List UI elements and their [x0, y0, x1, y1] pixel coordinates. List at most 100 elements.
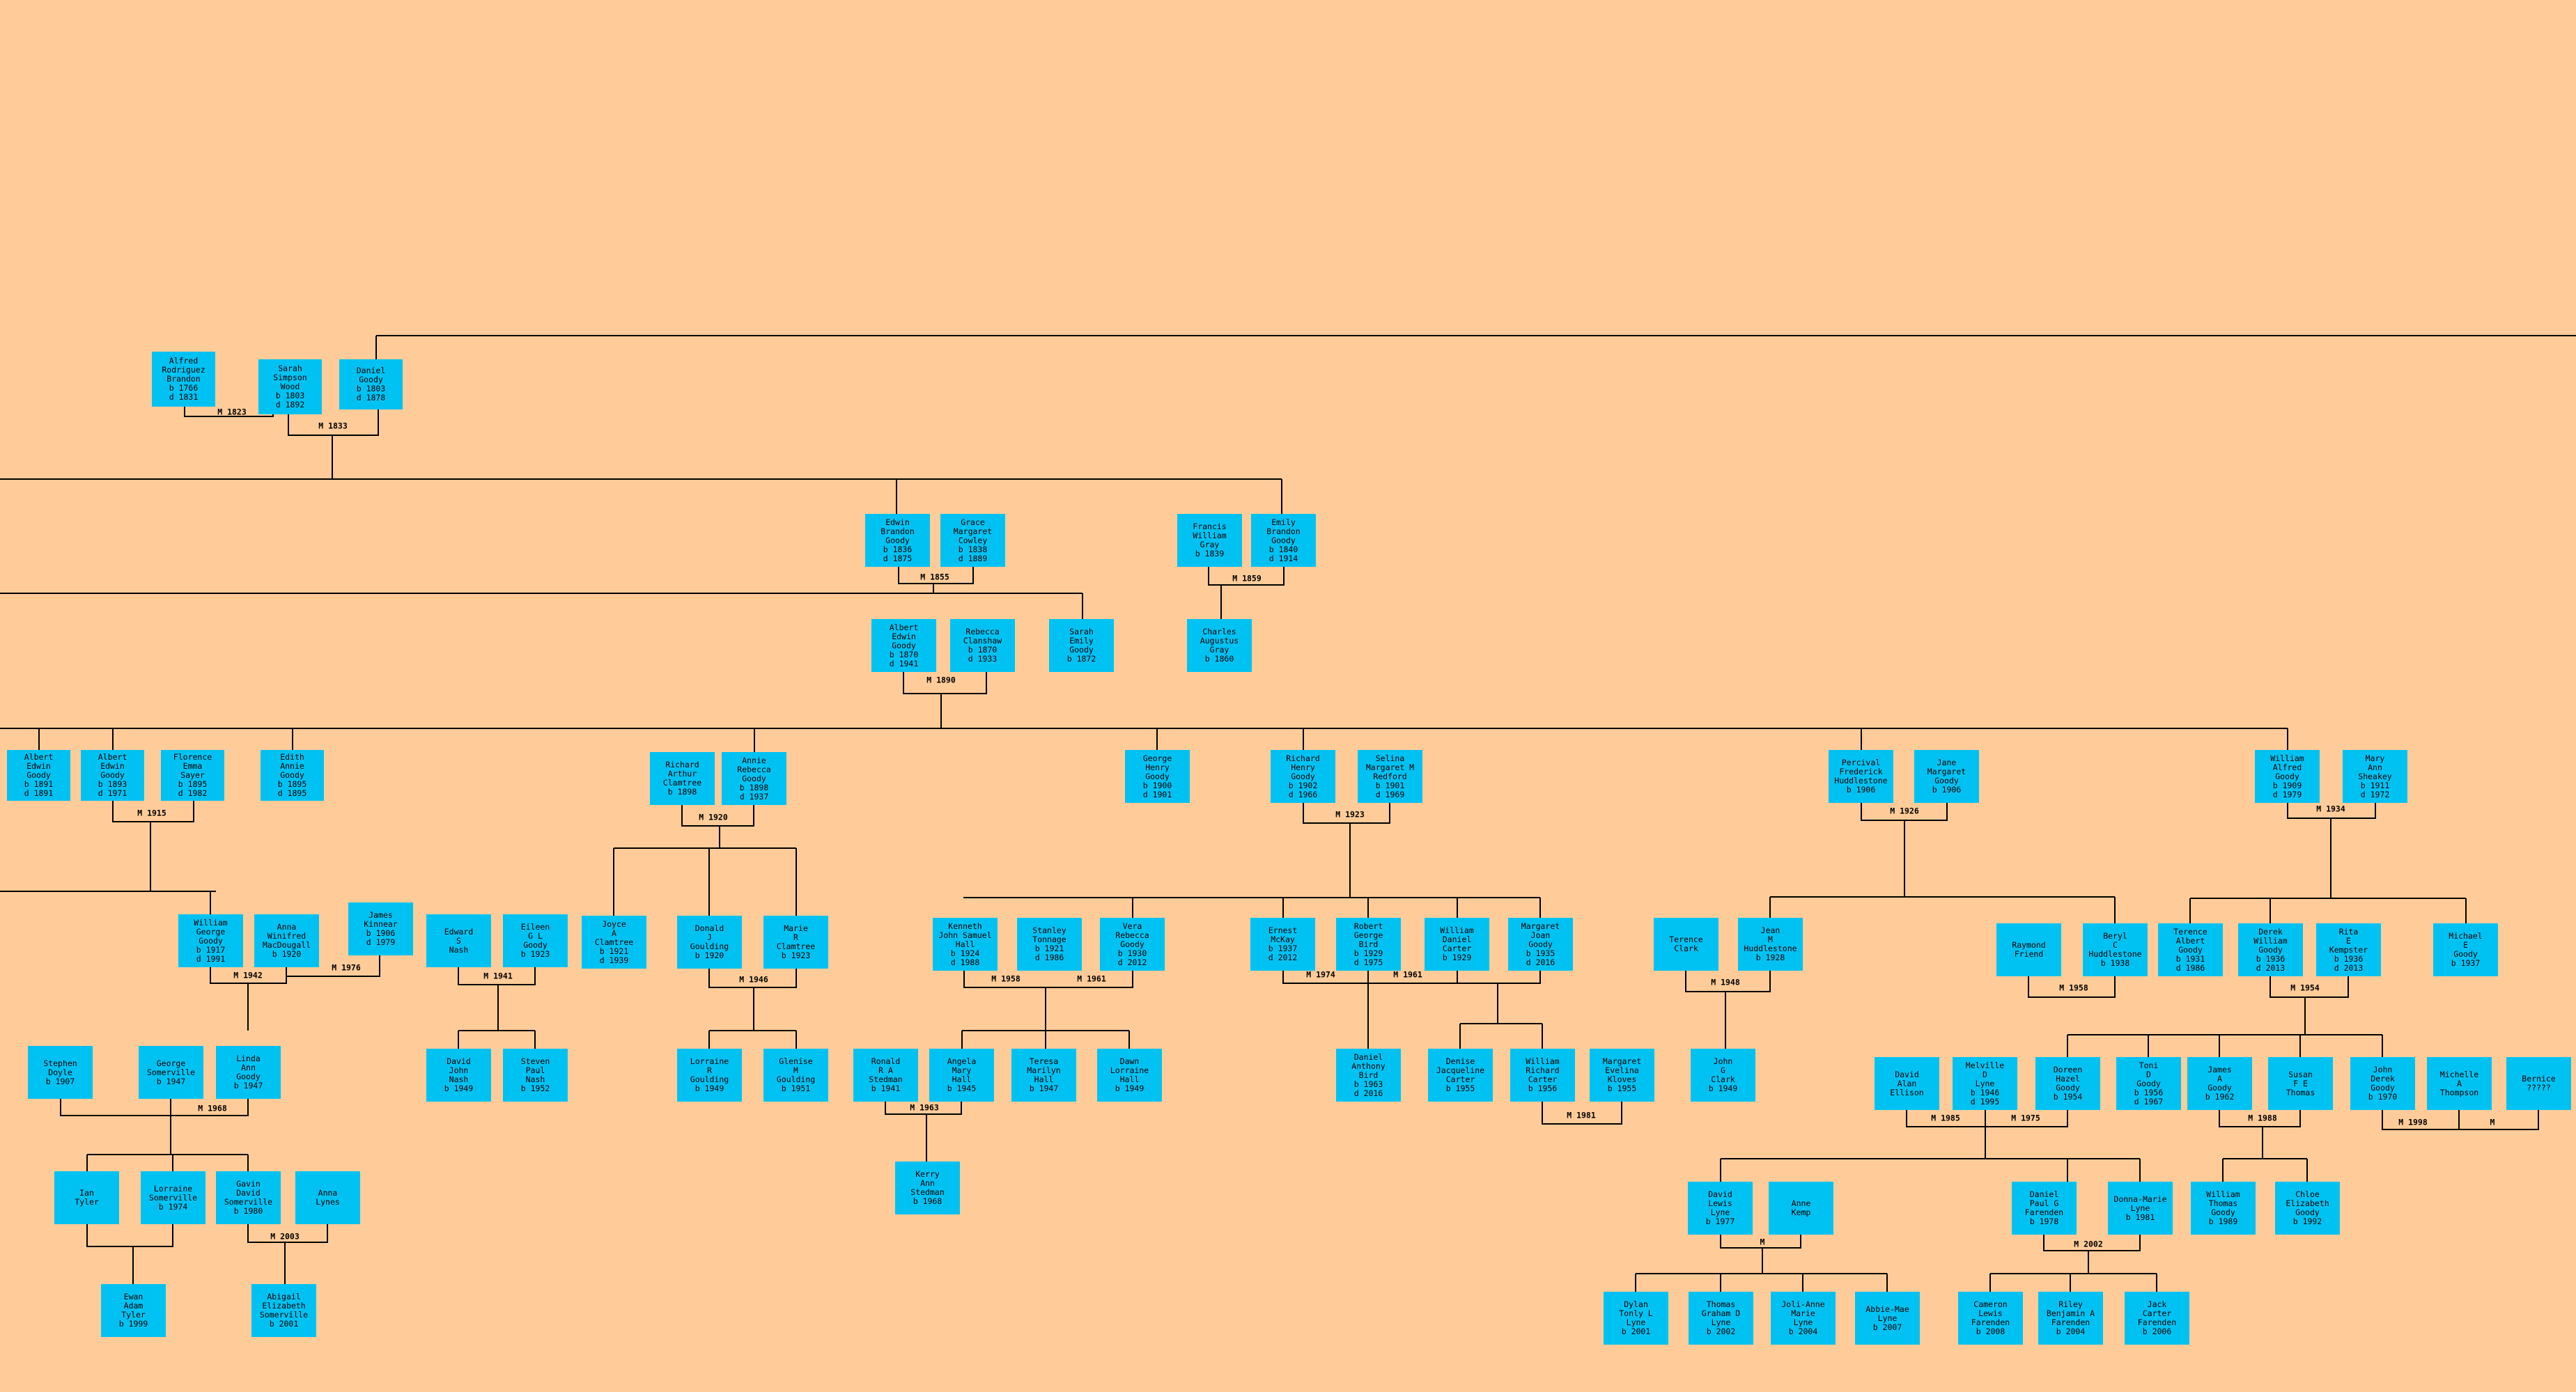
person-text-line: Richard: [665, 760, 699, 769]
person-text-line: Somerville: [148, 1192, 198, 1203]
connector-line: [681, 805, 754, 827]
person-text-line: A: [612, 928, 616, 938]
person-box-bernice[interactable]: Bernice?????: [2506, 1057, 2571, 1110]
person-text-line: b 1968: [913, 1196, 942, 1206]
person-text-line: Somerville: [224, 1197, 273, 1207]
marriage-label: M 2003: [270, 1231, 300, 1242]
person-text-line: Abigail: [267, 1292, 301, 1301]
